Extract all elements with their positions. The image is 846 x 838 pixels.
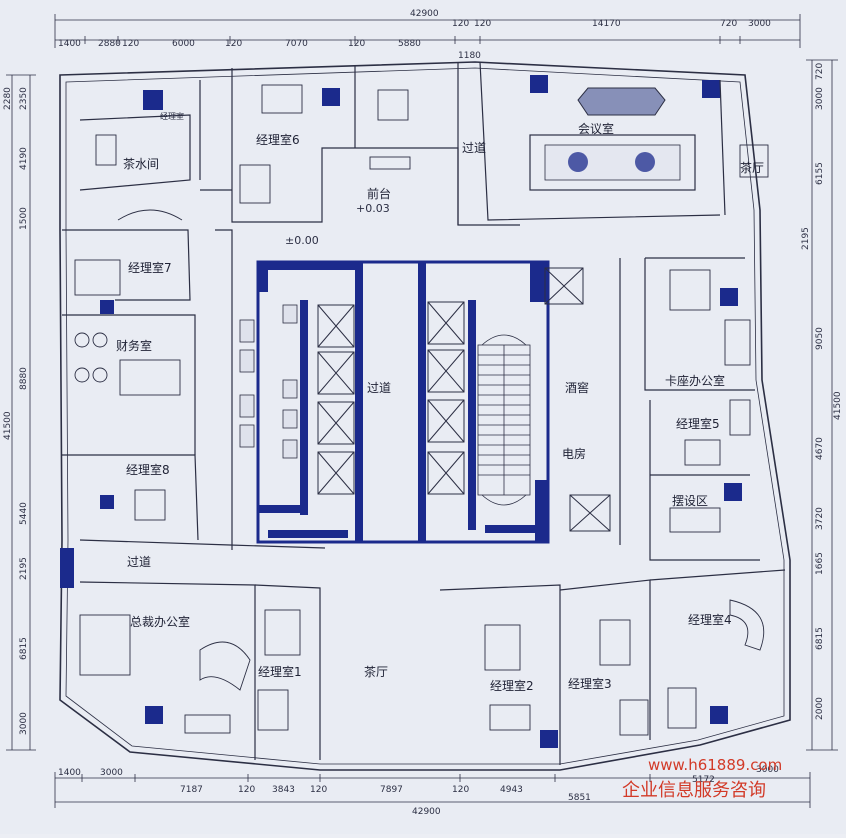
label-display-area: 摆设区 [672,494,708,508]
dim-top-seg: 1400 [58,39,81,49]
bottom-dimension-line [54,772,811,808]
dim-bottom-seg: 7187 [180,785,203,795]
label-manager8: 经理室8 [126,462,170,477]
dim-bottom-seg: 120 [238,785,255,795]
dim-bottom-seg: 120 [452,785,469,795]
columns [60,75,742,748]
top-dimension-labels: 42900 1400 2880 120 6000 120 7070 120 58… [58,9,771,61]
dim-bottom-seg: 120 [310,785,327,795]
watermark-text: 企业信息服务咨询 [622,780,766,801]
label-electric-room: 电房 [562,446,586,461]
dim-bottom-seg: 4943 [500,785,523,795]
dim-right: 1665 [815,552,825,575]
label-manager5: 经理室5 [676,416,720,431]
label-corridor-left: 过道 [127,555,151,569]
dim-top-inner: 1180 [458,51,481,61]
right-dimension-line [806,59,838,751]
dim-top-seg: 6000 [172,39,195,49]
label-manager-small: 经理室 [160,111,184,121]
dim-top-seg: 3000 [748,19,771,29]
label-tea-room: 茶水间 [123,156,159,171]
dim-bottom-seg: 1400 [58,768,81,778]
dim-right: 6815 [815,627,825,650]
dim-left: 2350 [19,87,29,110]
dim-top-seg: 120 [122,39,139,49]
dim-right: 3000 [815,87,825,110]
meeting-table [529,87,696,191]
dim-right: 3720 [815,507,825,530]
label-corridor-top-1: 过道 [462,141,486,155]
label-meeting-room: 会议室 [578,121,614,136]
dim-bottom-seg: 3843 [272,785,295,795]
interior-walls [62,61,786,765]
dim-top-seg: 5880 [398,39,421,49]
dim-top-seg: 7070 [285,39,308,49]
label-front-desk-level: +0.03 [356,202,390,215]
left-dimension-line [6,74,36,751]
dim-bottom-seg: 5172 [692,775,715,785]
dim-left: 5440 [19,502,29,525]
dim-left: 2195 [19,557,29,580]
dim-bottom-total: 42900 [412,807,441,817]
left-dimension-labels: 2280 2350 4190 1500 8880 41500 5440 2195… [3,87,29,735]
dim-right: 9050 [815,327,825,350]
label-manager7: 经理室7 [128,260,172,275]
dim-bottom-seg: 3000 [100,768,123,778]
label-finance: 财务室 [116,338,152,353]
label-booth-office: 卡座办公室 [665,373,725,388]
dim-bottom-seg: 3000 [756,765,779,775]
dim-right: 2195 [801,227,811,250]
label-front-desk: 前台 [367,186,391,201]
dim-top-seg: 120 [474,19,491,29]
label-manager4: 经理室4 [688,612,732,627]
dim-top-seg: 120 [348,39,365,49]
central-core [239,260,611,544]
room-labels: 茶水间 经理室6 前台 +0.03 会议室 过道 茶厅 ±0.00 经理室7 财… [116,111,764,693]
dim-top-seg: 120 [225,39,242,49]
dim-left: 2280 [3,87,13,110]
top-dimension-line [54,14,801,48]
bottom-dimension-labels: 1400 3000 7187 120 3843 120 7897 120 494… [58,765,779,817]
dim-right: 41500 [833,391,843,420]
dim-top-seg: 120 [452,19,469,29]
label-tea-hall: 茶厅 [364,664,388,679]
dim-left: 3000 [19,712,29,735]
dim-top-seg: 2880 [98,39,121,49]
dim-right: 6155 [815,162,825,185]
dim-left: 1500 [19,207,29,230]
label-corridor-core: 过道 [367,381,391,395]
dim-right: 2000 [815,697,825,720]
label-ceo-office: 总裁办公室 [130,614,190,629]
dim-top-seg: 720 [720,19,737,29]
label-manager2: 经理室2 [490,678,534,693]
dim-right: 4670 [815,437,825,460]
label-entry-level: ±0.00 [285,234,319,247]
exterior-wall [59,61,791,771]
dim-left: 4190 [19,147,29,170]
dim-left: 8880 [19,367,29,390]
label-manager3: 经理室3 [568,676,612,691]
dim-left: 6815 [19,637,29,660]
label-wine-cellar: 酒窖 [565,380,589,395]
dim-bottom-seg: 5851 [568,793,591,803]
watermark-url: www.h61889.com [648,756,782,774]
dim-left: 41500 [3,411,13,440]
label-manager1: 经理室1 [258,664,302,679]
dim-bottom-seg: 7897 [380,785,403,795]
dim-top-seg: 14170 [592,19,621,29]
watermark: www.h61889.com 企业信息服务咨询 [622,756,782,801]
dim-top-total: 42900 [410,9,439,19]
furniture [74,84,769,736]
label-manager6: 经理室6 [256,132,300,147]
dim-right: 720 [815,63,825,80]
label-tea-right: 茶厅 [740,160,764,175]
right-dimension-labels: 3000 720 6155 2195 9050 41500 4670 3720 … [801,63,843,720]
